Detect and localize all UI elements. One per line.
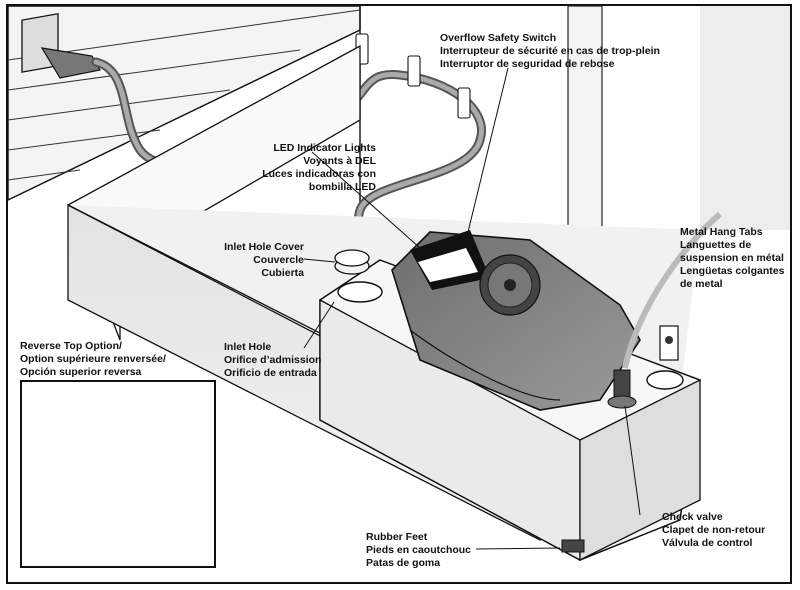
label-inlet-hole: Inlet Hole Orifice d’admission Orificio …: [224, 341, 322, 379]
metal-hang-tab: [659, 325, 679, 361]
label-inlet-cover: Inlet Hole Cover Couvercle Cubierta: [224, 241, 304, 279]
wall-outlet: [21, 13, 101, 79]
check-valve: [607, 211, 722, 409]
label-led-lights: LED Indicator Lights Voyants à DEL Luces…: [262, 142, 376, 193]
label-overflow-switch: Overflow Safety Switch Interrupteur de s…: [440, 32, 660, 70]
label-rubber-feet: Rubber Feet Pieds en caoutchouc Patas de…: [366, 531, 472, 569]
label-reverse-top: Reverse Top Option/ Option supérieure re…: [20, 340, 166, 378]
pump-motor-housing: [391, 230, 641, 411]
diagram-frame: [6, 4, 792, 584]
reverse-top-inset-frame: [20, 380, 216, 568]
label-hang-tabs: Metal Hang Tabs Languettes de suspension…: [680, 226, 785, 290]
label-check-valve: Check valve Clapet de non-retour Válvula…: [662, 511, 766, 549]
leader-lines: [303, 67, 641, 550]
inlet-hole-cover: [334, 249, 370, 275]
